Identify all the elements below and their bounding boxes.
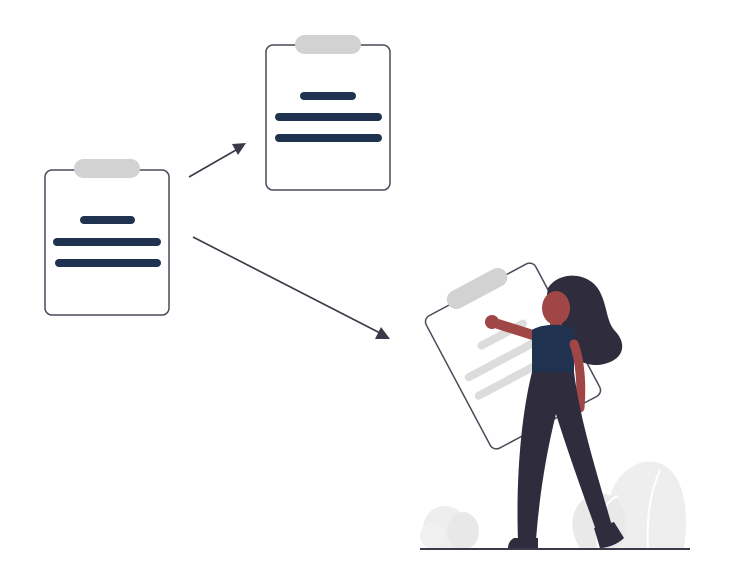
clipboard-clip <box>74 159 140 178</box>
arrow-to-top-clipboard <box>188 143 246 178</box>
arrowhead-icon <box>232 143 246 155</box>
hand <box>485 315 499 329</box>
side-arm <box>569 339 586 413</box>
right-shoe <box>594 522 624 548</box>
arrow-to-woman <box>192 236 390 339</box>
left-bush <box>420 506 479 550</box>
face <box>542 291 570 325</box>
left-clipboard <box>44 159 170 316</box>
raised-arm <box>493 319 541 341</box>
pants <box>517 372 612 540</box>
top-clipboard <box>265 35 391 191</box>
clipboard-clip <box>446 267 508 309</box>
clipboard-clip <box>295 35 361 54</box>
woman-figure <box>485 275 624 548</box>
shirt <box>532 324 574 376</box>
left-shoe <box>508 538 538 548</box>
bushes-decoration <box>420 461 687 550</box>
arrowhead-icon <box>375 327 390 339</box>
